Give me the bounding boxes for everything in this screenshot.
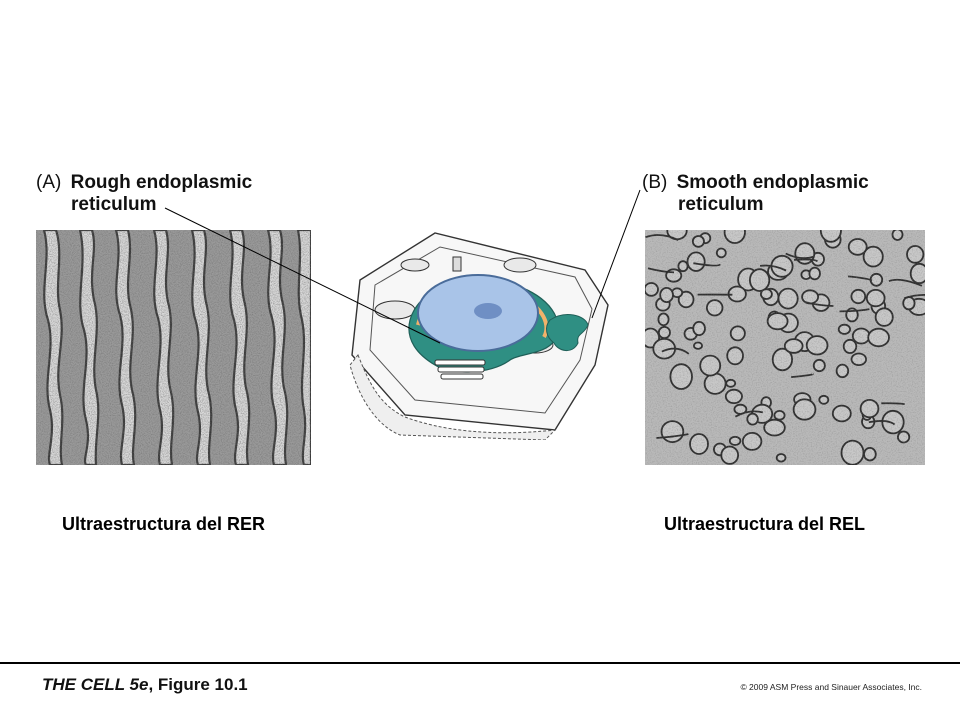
smooth-er-micrograph (645, 230, 925, 465)
rel-caption: Ultraestructura del REL (664, 514, 866, 534)
panel-b-title-line1: Smooth endoplasmic (676, 172, 869, 193)
source-title: THE CELL 5e (42, 675, 149, 694)
cell-illustration (340, 225, 625, 441)
cell-base (349, 354, 557, 441)
nucleolus (474, 303, 502, 319)
mitochondrion (400, 258, 430, 272)
rough-er-leader-line (164, 207, 441, 344)
centriole (452, 256, 462, 272)
panel-a-title-line2: reticulum (71, 194, 157, 215)
source-figure: , Figure 10.1 (148, 675, 248, 694)
panel-a-letter: (A) (36, 172, 62, 193)
panel-a-title-line1: Rough endoplasmic (70, 172, 253, 193)
rough-er-micrograph (36, 230, 311, 465)
footer-divider (0, 662, 960, 664)
smooth-er-shape (546, 314, 589, 351)
golgi-stack (434, 359, 486, 380)
mitochondrion (503, 257, 537, 273)
panel-a-label: (A) Rough endoplasmic reticulum (36, 172, 252, 216)
panel-b-title-line2: reticulum (678, 194, 764, 215)
smooth-er-leader-line (591, 189, 641, 319)
rer-caption: Ultraestructura del RER (62, 514, 266, 534)
panel-b-letter: (B) (642, 172, 668, 193)
copyright-notice: © 2009 ASM Press and Sinauer Associates,… (740, 682, 922, 692)
source-citation: THE CELL 5e, Figure 10.1 (42, 675, 248, 695)
panel-b-label: (B) Smooth endoplasmic reticulum (642, 172, 869, 216)
